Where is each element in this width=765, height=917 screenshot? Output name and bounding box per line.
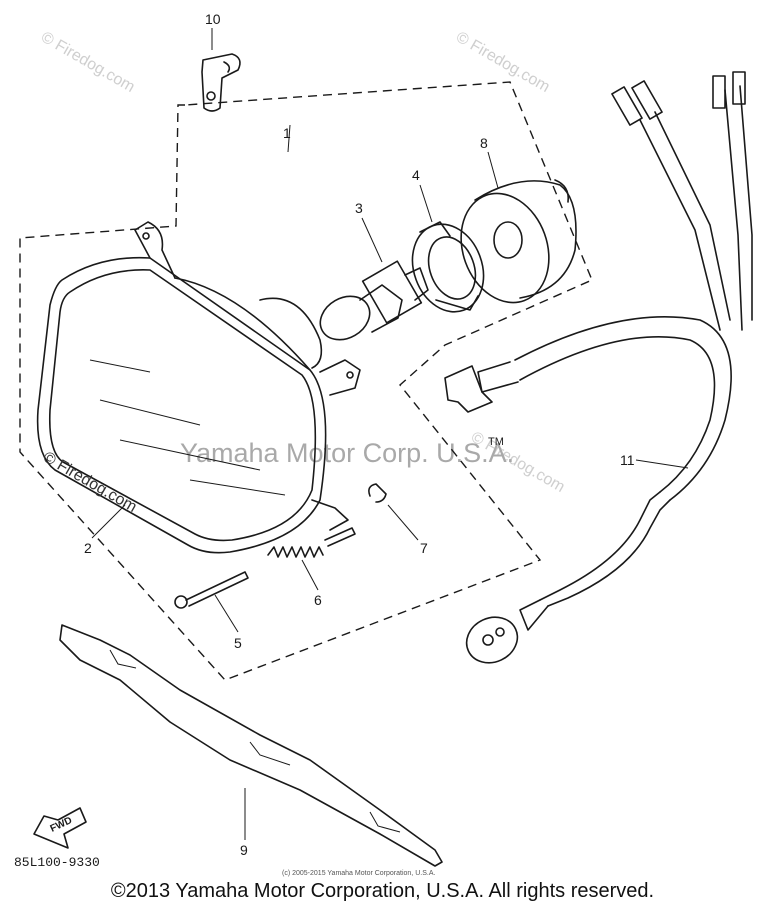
part-11-wiring-harness (444, 71, 753, 664)
callout-11: 11 (620, 452, 635, 468)
callout-1: 1 (283, 125, 291, 141)
part-10-clamp (201, 53, 241, 112)
part-5-screw (174, 571, 249, 609)
callout-2: 2 (84, 540, 92, 556)
callout-7: 7 (420, 540, 428, 556)
watermark-firedog-top-right: © Firedog.com (453, 29, 553, 96)
leader-2 (91, 504, 126, 539)
assembly-boundary-headlight (19, 81, 593, 681)
watermark-firedog-top-left: © Firedog.com (38, 29, 138, 96)
watermark-tm: TM (488, 436, 504, 448)
leader-6 (301, 559, 319, 591)
part-3-bulb (319, 260, 429, 341)
callout-8: 8 (480, 135, 488, 151)
footer-copyright: ©2013 Yamaha Motor Corporation, U.S.A. A… (110, 880, 655, 902)
leader-11 (635, 459, 689, 469)
leader-3 (361, 217, 383, 263)
callout-5: 5 (234, 635, 242, 651)
leader-7 (387, 504, 419, 541)
part-2-headlight-unit (36, 221, 361, 554)
callout-6: 6 (314, 592, 322, 608)
part-7-clip (368, 483, 387, 503)
callout-4: 4 (412, 167, 420, 183)
watermark-yamaha: Yamaha Motor Corp. U.S.A. (180, 438, 514, 468)
leader-4 (419, 184, 433, 223)
watermark-firedog-mid-left: © Firedog.com (40, 449, 140, 516)
leader-8 (487, 151, 499, 189)
small-copyright: (c) 2005-2015 Yamaha Motor Corporation, … (282, 870, 435, 877)
part-8-rubber-boot (460, 179, 577, 304)
diagram-code: 85L100-9330 (14, 855, 100, 870)
leader-5 (214, 594, 239, 633)
callout-9: 9 (240, 842, 248, 858)
callout-10: 10 (205, 11, 221, 27)
callout-3: 3 (355, 200, 363, 216)
part-6-spring (267, 527, 356, 558)
leader-1 (287, 124, 291, 153)
part-4-socket-ring (411, 221, 485, 313)
fwd-arrow-icon: FWD (33, 807, 87, 849)
part-9-plate (59, 624, 443, 867)
